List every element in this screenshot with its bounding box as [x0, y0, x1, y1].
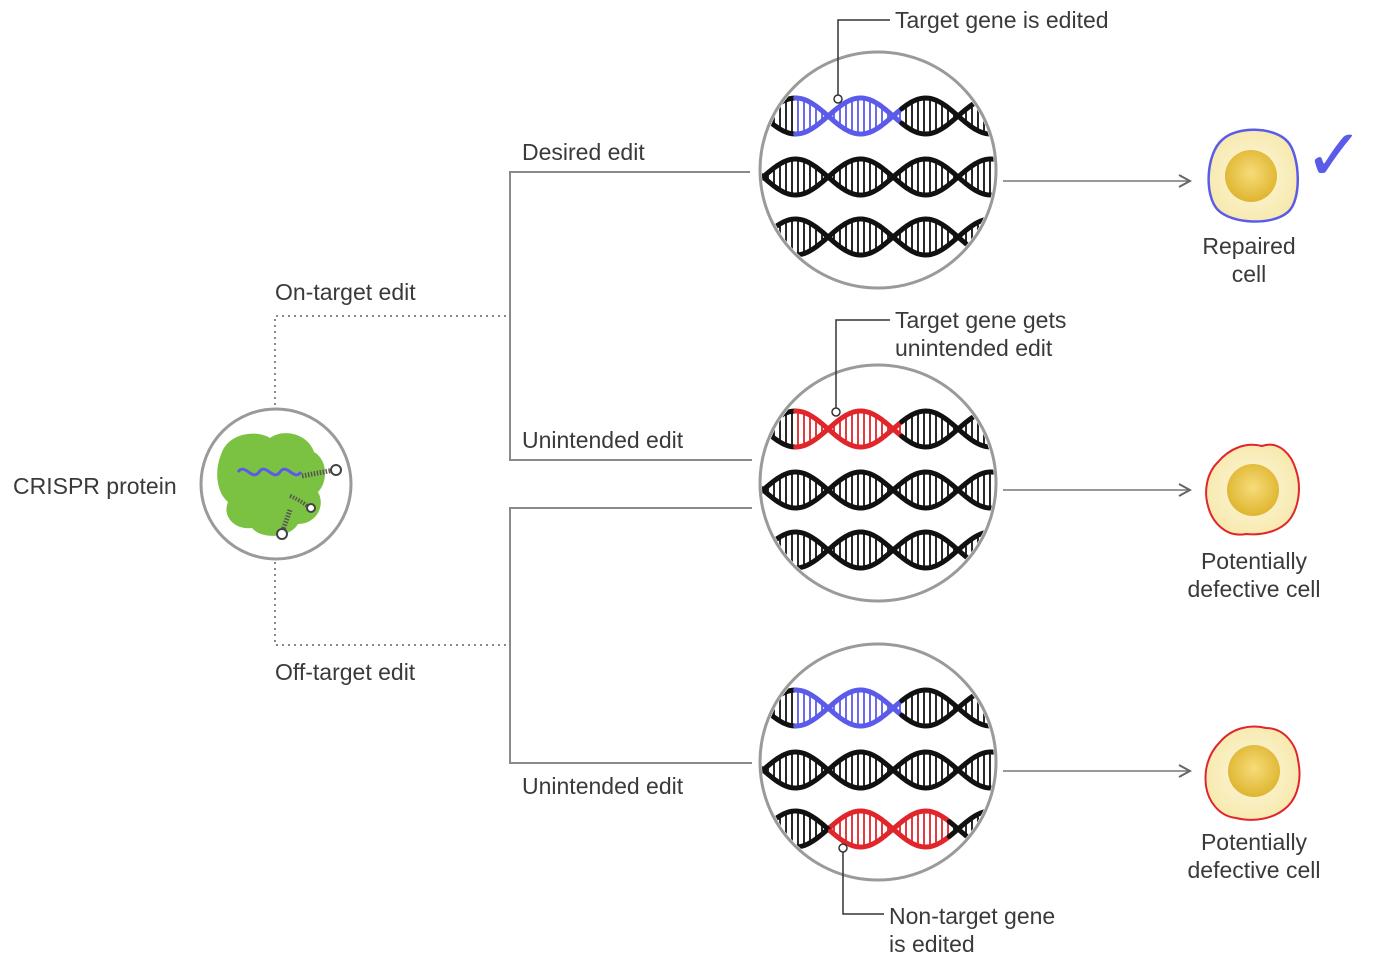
defective-cell-label-1-line2: defective cell	[1187, 576, 1321, 602]
desired-edit-label: Desired edit	[522, 139, 645, 165]
dna-backbone	[827, 808, 952, 850]
off-target-dotted-connector	[274, 562, 508, 646]
dna-backbone	[762, 469, 994, 511]
upper-bracket	[509, 171, 752, 461]
dna-backbone	[793, 687, 905, 729]
dna-backbone	[793, 687, 905, 729]
dna-backbone	[793, 95, 905, 137]
on-target-dotted-connector	[274, 315, 508, 405]
repaired-cell-label-line2: cell	[1231, 261, 1267, 287]
dna-backbone	[762, 694, 799, 729]
dna-lens-bottom	[758, 642, 998, 882]
repaired-cell-label-line1: Repaired	[1202, 233, 1296, 259]
crispr-protein-icon	[199, 407, 353, 561]
lens-circle	[758, 642, 998, 882]
callout-target-gene-edited: Target gene is edited	[895, 7, 1109, 33]
crispr-protein-label: CRISPR protein	[13, 473, 177, 499]
dna-backbone	[762, 415, 799, 450]
dna-backbone	[762, 749, 994, 791]
callout-nontarget-line2: is edited	[889, 931, 975, 957]
branch-connectors	[274, 171, 752, 764]
dna-backbone	[762, 216, 994, 258]
dna-backbone	[762, 529, 994, 571]
check-icon: ✓	[1304, 116, 1365, 196]
defective-cell-label-2-line1: Potentially	[1200, 829, 1308, 855]
defective-cell-label-2-line2: defective cell	[1187, 857, 1321, 883]
callout-nontarget-line1: Non-target gene	[889, 903, 1056, 929]
defective-cell-icon-2	[1204, 725, 1301, 821]
lens-circle	[758, 363, 998, 603]
unintended-edit-label-1: Unintended edit	[522, 427, 684, 453]
dna-backbone	[793, 408, 905, 450]
dna-backbone	[793, 408, 905, 450]
dna-strands	[762, 408, 994, 571]
off-target-edit-label: Off-target edit	[275, 659, 416, 685]
dna-backbone	[762, 156, 994, 198]
unintended-edit-label-2: Unintended edit	[522, 773, 684, 799]
dna-backbone	[762, 102, 799, 137]
dna-backbone	[827, 808, 952, 850]
defective-cell-icon-1	[1205, 443, 1300, 536]
dna-backbone	[762, 749, 994, 791]
callout-leaders	[831, 19, 890, 915]
dna-backbone	[762, 469, 994, 511]
dna-lens-top	[758, 50, 998, 290]
on-target-edit-label: On-target edit	[275, 279, 416, 305]
lens-circle	[758, 50, 998, 290]
callout-target-unintended-line1: Target gene gets	[895, 307, 1067, 333]
dna-lens-middle	[758, 363, 998, 603]
defective-cell-label-1-line1: Potentially	[1200, 548, 1308, 574]
callout-target-unintended-line2: unintended edit	[895, 335, 1053, 361]
dna-backbone	[793, 95, 905, 137]
lower-bracket	[509, 507, 752, 764]
dna-strands	[762, 687, 994, 850]
dna-backbone	[762, 156, 994, 198]
repaired-cell-icon	[1207, 128, 1299, 223]
outcome-arrows	[1003, 181, 1190, 771]
